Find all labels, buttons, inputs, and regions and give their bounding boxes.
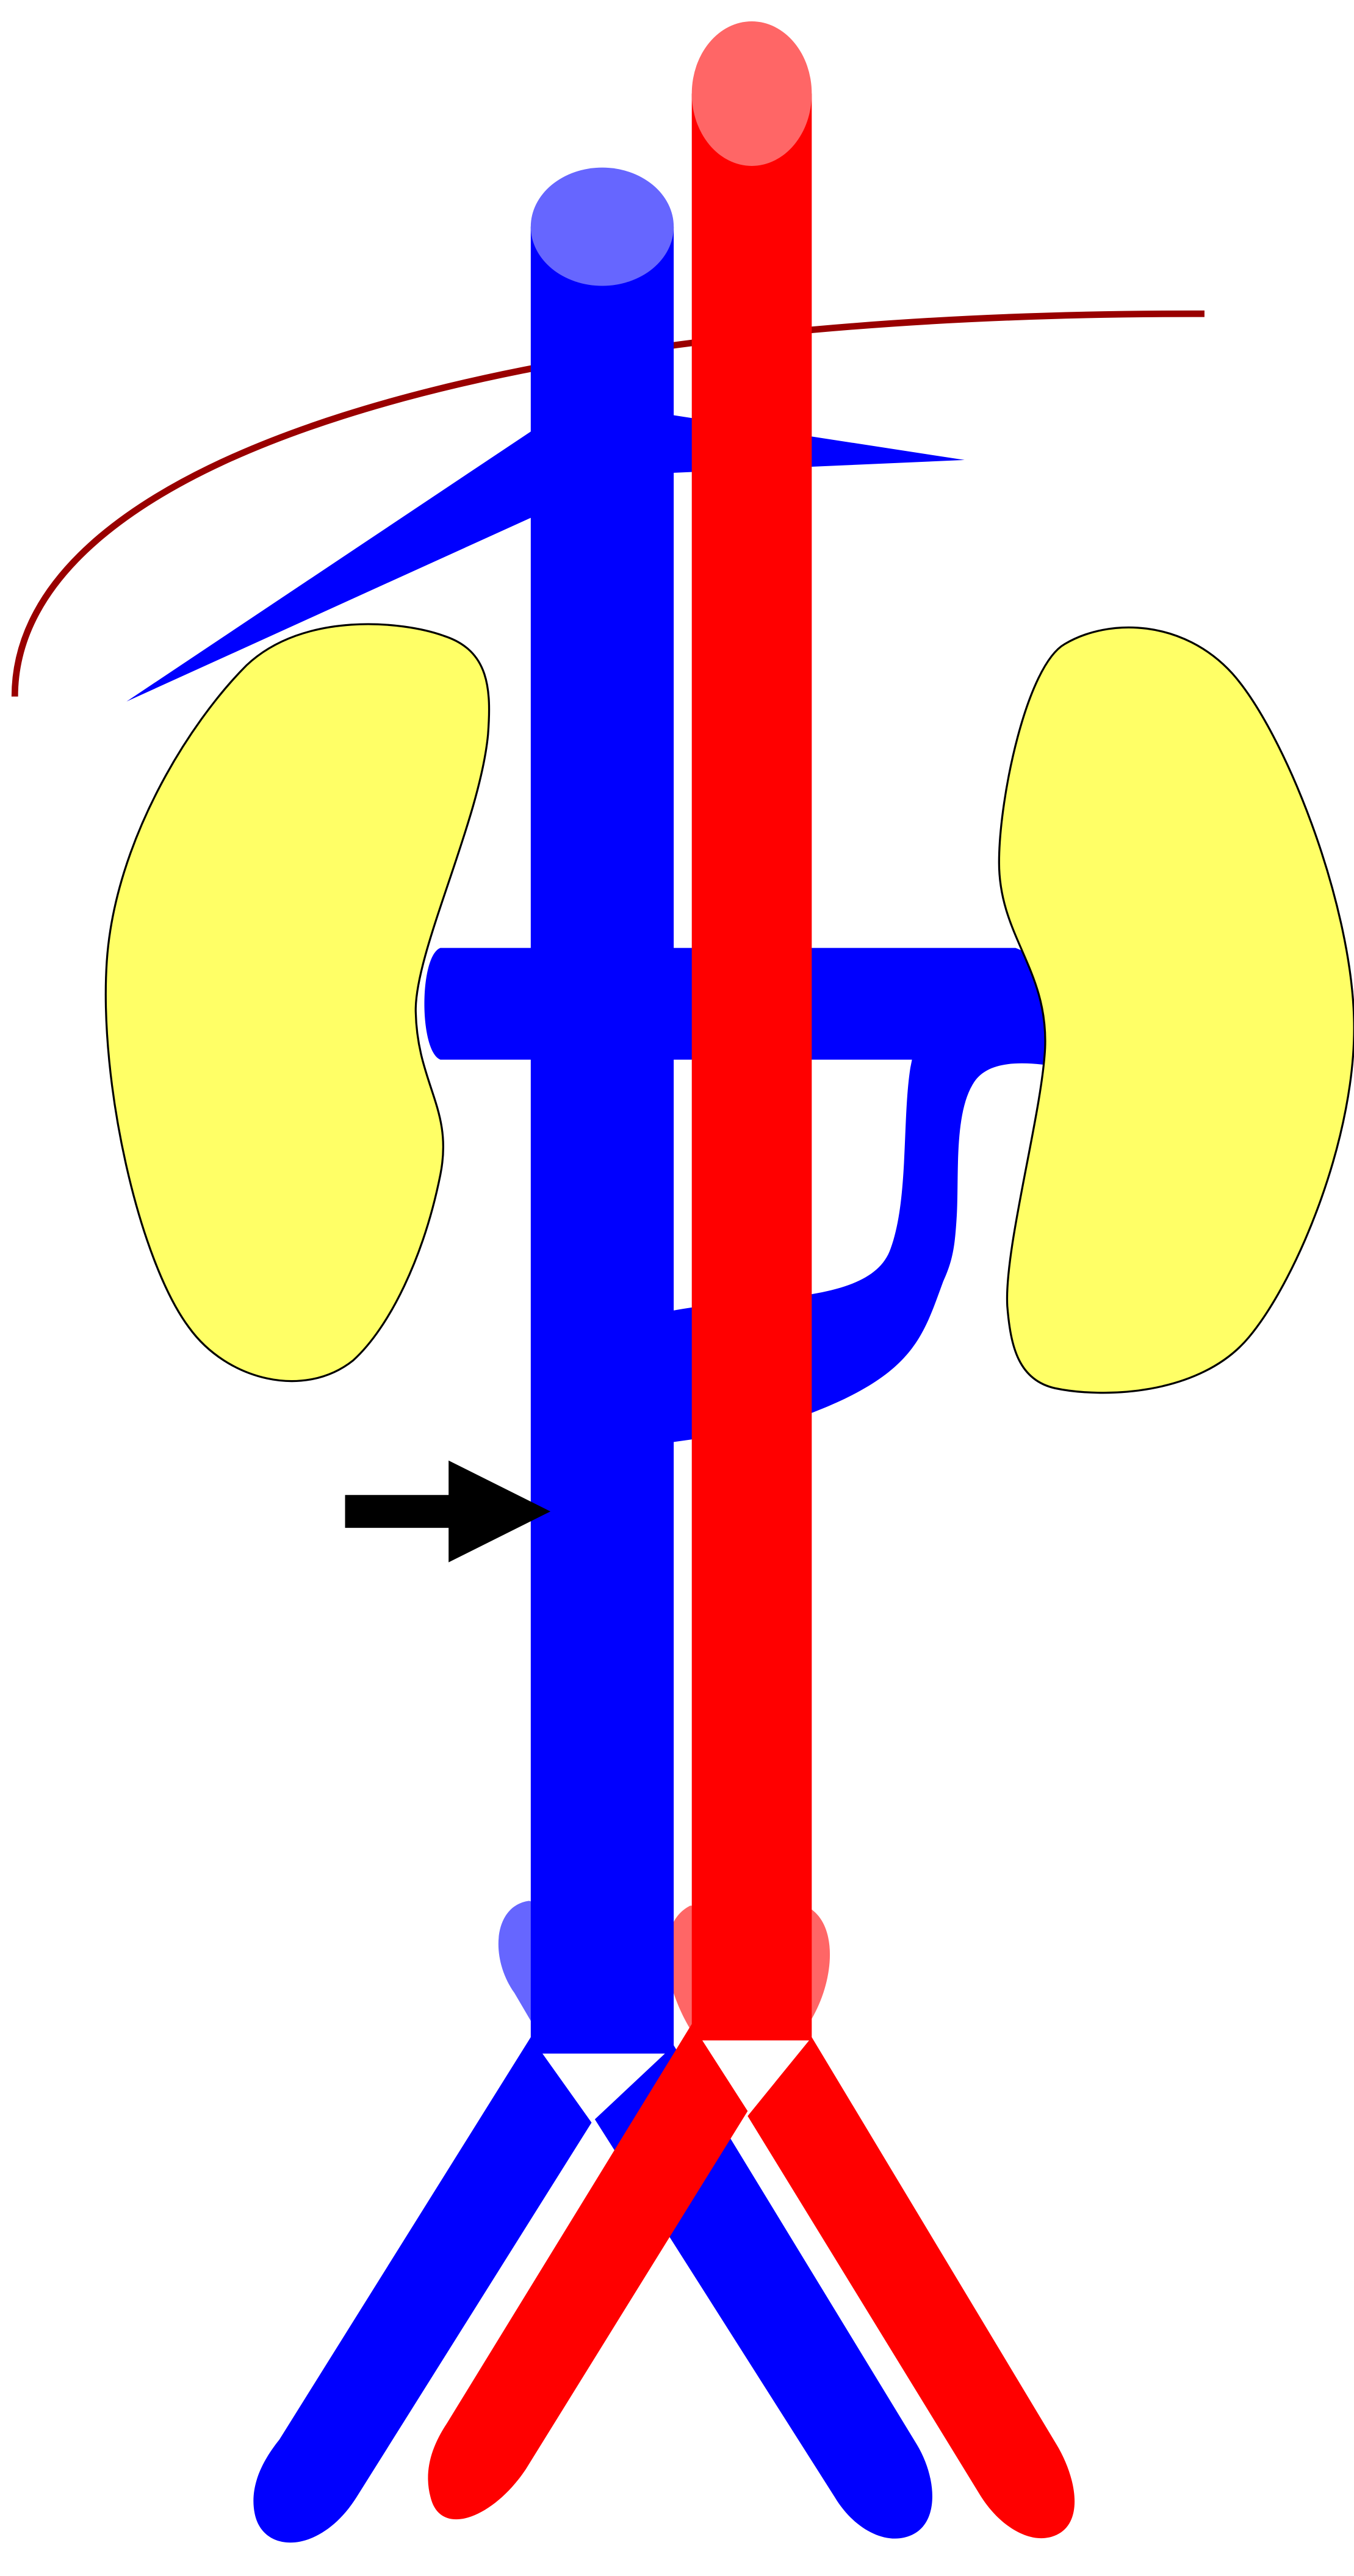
pointer-arrow xyxy=(345,1461,551,1563)
aorta xyxy=(692,93,812,2040)
vena-cava-cap xyxy=(531,168,674,286)
inferior-vena-cava xyxy=(531,227,674,2054)
left-kidney xyxy=(999,627,1354,1392)
aorta-cap xyxy=(692,21,812,166)
